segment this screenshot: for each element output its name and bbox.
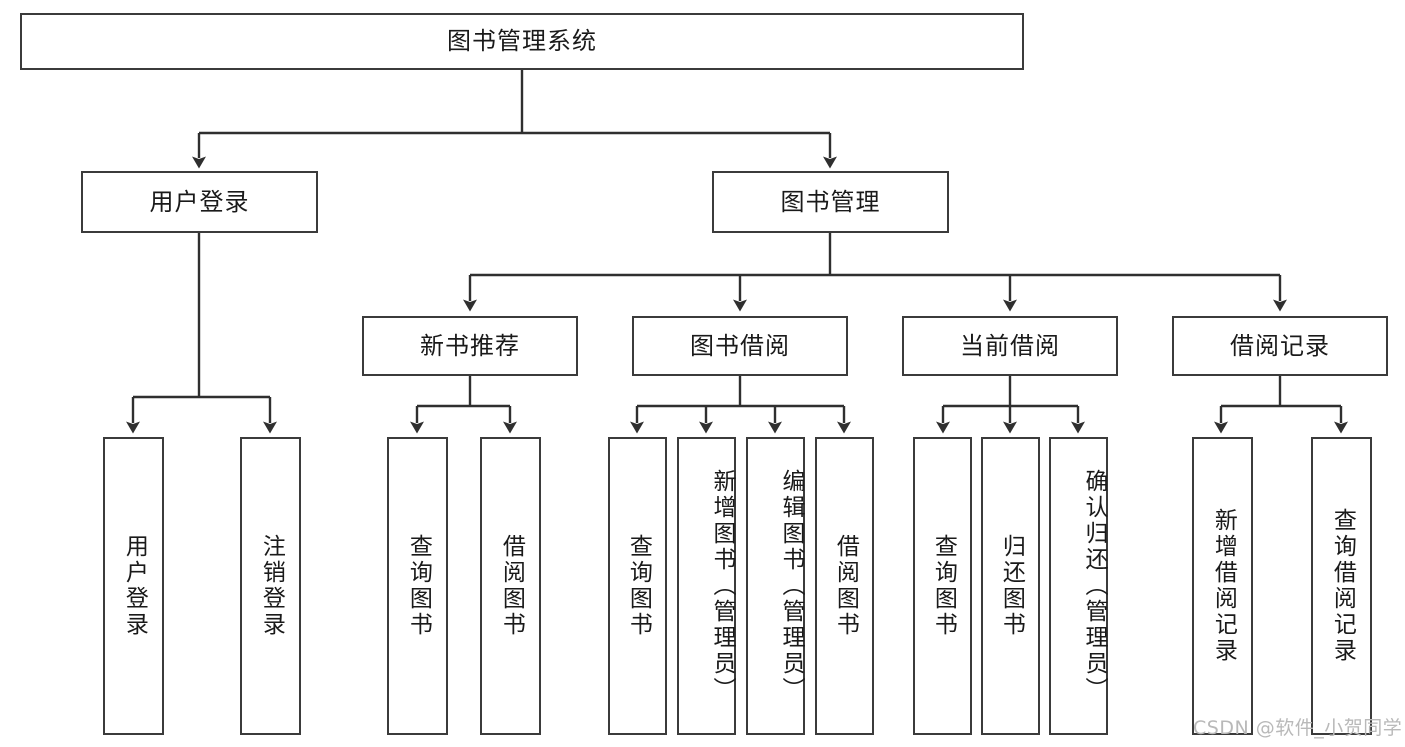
node-label: 新增借阅记录 (1210, 508, 1237, 664)
leaf-book-borrow-edit[interactable]: 编辑图书（管理员） (746, 437, 805, 735)
leaf-new-book-borrow[interactable]: 借阅图书 (480, 437, 541, 735)
node-root-system[interactable]: 图书管理系统 (20, 13, 1024, 70)
leaf-book-borrow-add[interactable]: 新增图书（管理员） (677, 437, 736, 735)
leaf-new-book-query[interactable]: 查询图书 (387, 437, 448, 735)
leaf-user-login-signout[interactable]: 注销登录 (240, 437, 301, 735)
node-book-borrow[interactable]: 图书借阅 (632, 316, 848, 376)
node-label: 查询图书 (930, 534, 957, 638)
node-label: 用户登录 (149, 187, 250, 216)
node-label: 查询图书 (405, 534, 432, 638)
node-label: 借阅记录 (1230, 331, 1330, 360)
node-label: 新增图书（管理员） (709, 469, 735, 703)
node-label: 图书借阅 (690, 331, 790, 360)
node-label: 归还图书 (998, 534, 1025, 638)
leaf-current-borrow-query[interactable]: 查询图书 (913, 437, 972, 735)
node-label: 借阅图书 (498, 534, 525, 638)
node-label: 确认归还（管理员） (1081, 469, 1107, 703)
leaf-borrow-record-add[interactable]: 新增借阅记录 (1192, 437, 1253, 735)
node-borrow-record[interactable]: 借阅记录 (1172, 316, 1388, 376)
csdn-watermark: CSDN @软件_小贺同学 (1193, 717, 1403, 739)
node-label: 借阅图书 (832, 534, 859, 638)
leaf-user-login-signin[interactable]: 用户登录 (103, 437, 164, 735)
node-label: 图书管理系统 (447, 27, 597, 56)
node-label: 图书管理 (780, 187, 881, 216)
node-label: 注销登录 (258, 534, 285, 638)
node-label: 新书推荐 (420, 331, 520, 360)
leaf-book-borrow-query[interactable]: 查询图书 (608, 437, 667, 735)
node-user-login[interactable]: 用户登录 (81, 171, 318, 233)
node-new-book-recommend[interactable]: 新书推荐 (362, 316, 578, 376)
node-book-management[interactable]: 图书管理 (712, 171, 949, 233)
node-label: 查询借阅记录 (1329, 508, 1356, 664)
node-label: 查询图书 (625, 534, 652, 638)
leaf-borrow-record-query[interactable]: 查询借阅记录 (1311, 437, 1372, 735)
node-label: 编辑图书（管理员） (778, 469, 804, 703)
leaf-book-borrow-lend[interactable]: 借阅图书 (815, 437, 874, 735)
leaf-current-borrow-confirm[interactable]: 确认归还（管理员） (1049, 437, 1108, 735)
node-label: 用户登录 (121, 534, 148, 638)
node-label: 当前借阅 (960, 331, 1060, 360)
leaf-current-borrow-return[interactable]: 归还图书 (981, 437, 1040, 735)
node-current-borrow[interactable]: 当前借阅 (902, 316, 1118, 376)
